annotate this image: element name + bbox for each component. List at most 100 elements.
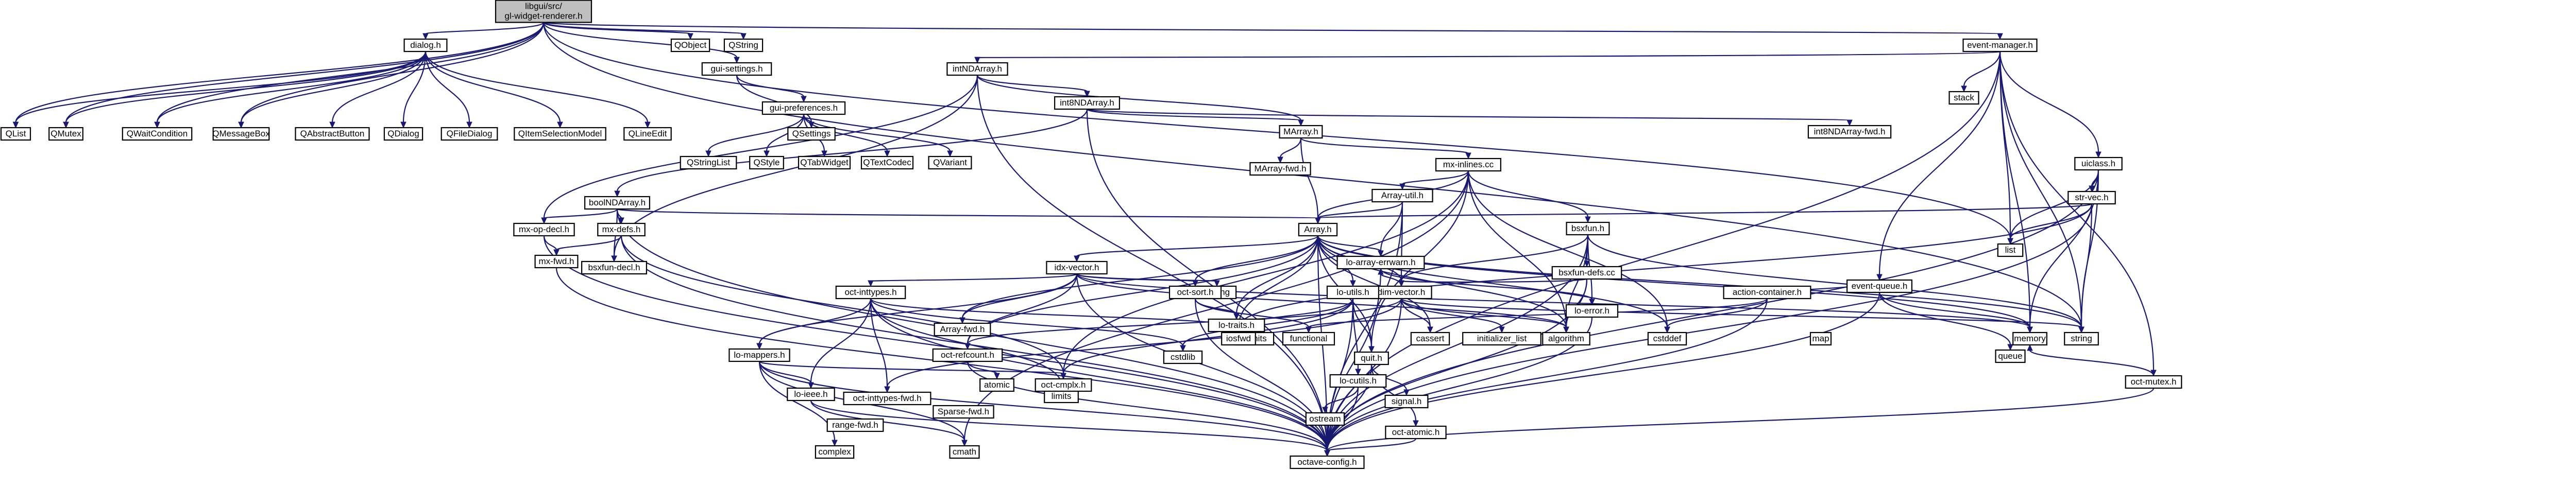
file-node-map[interactable]: map [1809,332,1832,346]
file-node-memory[interactable]: memory [2012,332,2047,346]
file-node-qobject[interactable]: QObject [670,38,710,53]
file-node-string[interactable]: string [2064,332,2099,346]
file-node-qmessagebox[interactable]: QMessageBox [212,127,270,141]
file-node-int8ndarray[interactable]: int8NDArray.h [1054,96,1120,110]
file-node-label: dim-vector.h [1378,287,1426,297]
file-node-dialog[interactable]: dialog.h [403,38,448,53]
file-node-label: oct-inttypes.h [844,287,896,297]
file-node-queue[interactable]: queue [1995,349,2026,363]
file-node-mxbaseh[interactable]: MArray.h [1279,125,1323,139]
file-node-initializer_list[interactable]: initializer_list [1462,332,1541,346]
dependency-edge [1086,109,1330,457]
file-node-functional[interactable]: functional [1282,332,1335,346]
file-node-qstring[interactable]: QString [723,38,764,53]
file-node-stack[interactable]: stack [1948,91,1979,105]
file-node-box [514,127,606,141]
file-node-qitemselectionmodel[interactable]: QItemSelectionModel [514,127,606,141]
file-node-dimvector[interactable]: dim-vector.h [1370,285,1432,300]
dependency-edge [1400,298,1505,334]
file-node-rangefwd[interactable]: range-fwd.h [826,418,884,432]
file-node-int8ndarrayfwd[interactable]: int8NDArray-fwd.h [1807,125,1892,139]
file-node-qmutex[interactable]: QMutex [48,127,83,141]
file-node-octatomic[interactable]: oct-atomic.h [1385,425,1447,440]
file-node-bsxfun[interactable]: bsxfun.h [1566,221,1610,236]
file-node-octcmplx[interactable]: oct-cmplx.h [1035,378,1092,392]
file-node-arrayutil[interactable]: Array-util.h [1371,188,1433,203]
file-node-cmath[interactable]: cmath [949,445,980,459]
file-node-ostream[interactable]: ostream [1305,412,1345,426]
file-node-qdialog[interactable]: QDialog [383,127,423,141]
file-node-qlist[interactable]: QList [0,127,31,141]
file-node-octconfig[interactable]: octave-config.h [1290,455,1365,469]
file-node-qsettings[interactable]: QSettings [787,127,836,141]
dependency-edge [803,114,890,158]
file-node-iosfwd[interactable]: iosfwd [1221,332,1256,346]
file-node-octsort[interactable]: oct-sort.h [1168,285,1222,300]
file-node-label: Array-util.h [1381,190,1423,200]
file-node-qfiledialog[interactable]: QFileDialog [440,127,498,141]
file-node-box [1542,332,1590,346]
file-node-qstringlist[interactable]: QStringList [680,155,737,170]
file-node-octinttypes[interactable]: oct-inttypes.h [835,285,906,300]
file-node-box [1249,162,1311,176]
file-node-uiclass[interactable]: uiclass.h [2074,156,2123,171]
file-node-sparsefwd[interactable]: Sparse-fwd.h [933,405,994,419]
file-node-cstddef[interactable]: cstddef [1647,332,1687,346]
file-node-octinttypesfwd[interactable]: oct-inttypes-fwd.h [843,391,931,406]
file-node-loerror[interactable]: lo-error.h [1565,304,1619,318]
file-node-lomappers[interactable]: lo-mappers.h [728,348,790,362]
file-node-eventmanager[interactable]: event-manager.h [1962,38,2038,53]
file-node-limits[interactable]: limits [1044,389,1079,404]
file-node-locutils[interactable]: lo-cutils.h [1329,374,1387,388]
file-node-label: lo-utils.h [1336,287,1369,297]
file-node-box [0,127,31,141]
file-node-box [495,0,592,23]
file-node-complex[interactable]: complex [815,445,855,459]
file-node-guipreferences[interactable]: gui-preferences.h [761,101,846,115]
file-node-mxopdecl[interactable]: mx-op-decl.h [513,222,575,237]
file-node-mxfwd[interactable]: mx-fwd.h [534,254,579,269]
file-node-cstdlib[interactable]: cstdlib [1163,350,1203,364]
file-node-qlineedit[interactable]: QLineEdit [623,127,672,141]
file-node-idxvector[interactable]: idx-vector.h [1046,260,1108,275]
file-node-qtabwidget[interactable]: QTabWidget [798,155,851,170]
file-node-root[interactable]: libgui/src/gl-widget-renderer.h [495,0,592,23]
file-node-guisettings[interactable]: gui-settings.h [701,62,772,76]
file-node-lomath[interactable]: lo-ieee.h [787,387,835,402]
file-node-qstyle[interactable]: QStyle [749,155,784,170]
file-node-octrefcount[interactable]: oct-refcount.h [932,348,1003,362]
file-node-mxfwdh[interactable]: MArray-fwd.h [1249,162,1311,176]
file-node-actioncontainer[interactable]: action-container.h [1723,285,1811,300]
file-node-cassert[interactable]: cassert [1410,332,1450,346]
file-node-box [934,322,991,337]
file-node-loutils[interactable]: lo-utils.h [1326,285,1380,300]
file-node-label: lo-error.h [1574,306,1609,316]
file-node-signal[interactable]: signal.h [1384,394,1429,409]
file-node-label: QString [728,40,758,50]
file-node-qtextcodec[interactable]: QTextCodec [860,155,914,170]
file-node-list[interactable]: list [1997,243,2024,257]
dependency-edge [12,51,427,129]
file-node-quit[interactable]: quit.h [1354,351,1389,365]
file-node-eventqueue[interactable]: event-queue.h [1846,279,1913,293]
file-node-boolndarray[interactable]: boolNDArray.h [584,196,650,210]
file-node-qabstractbutton[interactable]: QAbstractButton [295,127,370,141]
file-node-label: QFileDialog [447,129,493,138]
file-node-mxinlines[interactable]: mx-inlines.cc [1435,158,1502,172]
file-node-atomic[interactable]: atomic [979,378,1014,392]
file-node-qwaitcondition[interactable]: QWaitCondition [122,127,193,141]
file-node-lotraits[interactable]: lo-traits.h [1208,318,1265,333]
file-node-box [932,348,1003,362]
file-node-mxdefs[interactable]: mx-defs.h [597,222,646,237]
file-node-strvec[interactable]: str-vec.h [2067,190,2116,205]
file-node-lo-array-errwarn[interactable]: lo-array-errwarn.h [1336,255,1425,270]
file-node-bsxfundecl[interactable]: bsxfun-decl.h [581,260,647,275]
dependency-edge [1664,298,1768,334]
file-node-arrayfwd[interactable]: Array-fwd.h [934,322,991,337]
file-node-intndarray[interactable]: intNDArray.h [946,62,1008,76]
file-node-arrayh[interactable]: Array.h [1298,222,1338,237]
file-node-qvariant[interactable]: QVariant [928,155,972,170]
file-node-octmutex[interactable]: oct-mutex.h [2125,375,2182,389]
file-node-algorithm[interactable]: algorithm [1542,332,1590,346]
file-node-bsxfundefs[interactable]: bsxfun-defs.cc [1551,266,1622,280]
